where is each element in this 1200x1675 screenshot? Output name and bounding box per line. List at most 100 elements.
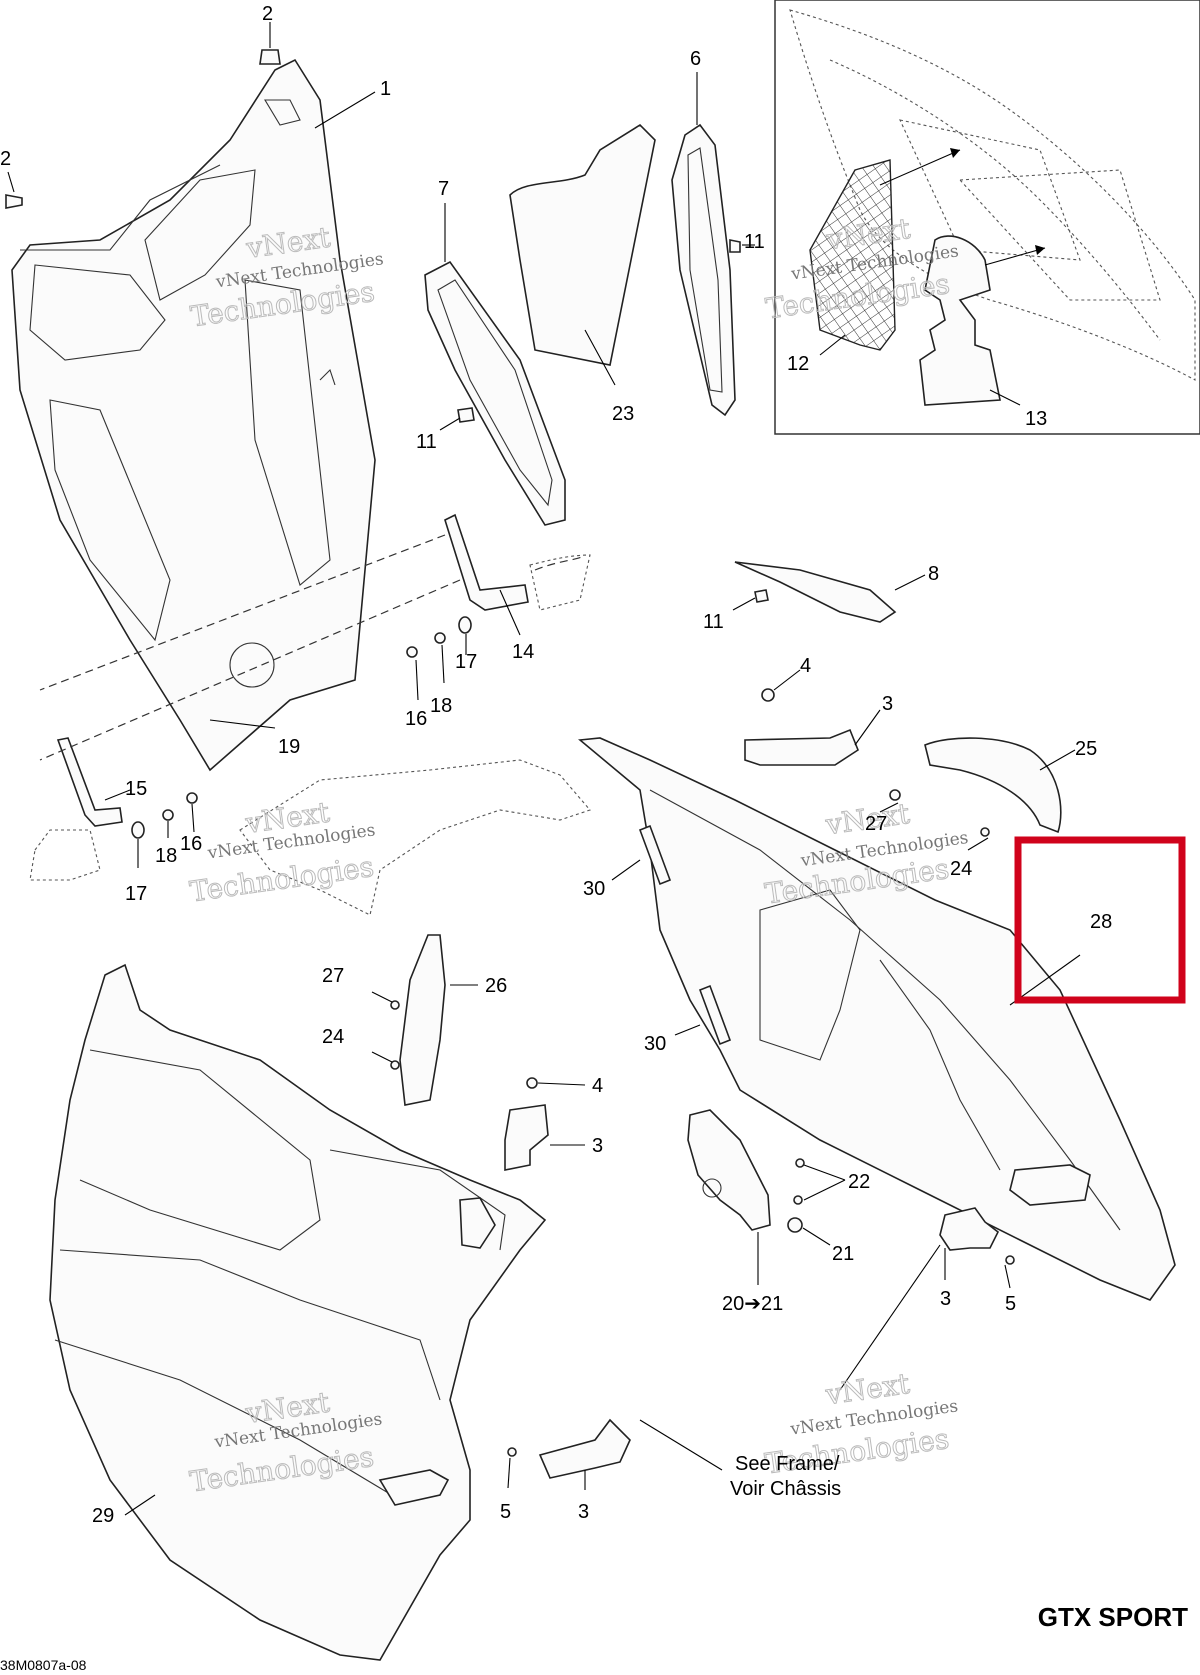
part-8 [734,561,926,623]
frame-section-dotted [239,759,591,916]
side-panel-28-recess [759,889,861,1061]
side-panel-28-body [578,737,1176,1301]
bracket-15 [56,737,123,827]
inset-seat-line [829,59,1161,341]
callout-13: 13 [1025,408,1047,430]
callout-18b: 18 [155,845,177,867]
callout-11c: 11 [703,611,724,633]
callout-3b: 3 [592,1135,603,1157]
vent-frame-7-inner [437,279,553,507]
fasteners-16-17-18 [131,616,472,868]
callout-30a: 30 [583,878,605,900]
part-29-lower-panel [49,963,547,1661]
upper-panel-vent-top [144,169,256,301]
callout-29: 29 [92,1505,114,1527]
callout-21: 21 [832,1243,854,1265]
part-7-vent-frame [424,203,566,526]
lower-panel-grip-top [459,1197,496,1249]
model-label: GTX SPORT [1037,1602,1188,1632]
callout-16b: 16 [180,833,202,855]
trim-8 [734,561,897,623]
dash-line-2 [39,579,461,761]
callout-22: 22 [848,1171,870,1193]
callout-7: 7 [438,178,449,200]
handle-middle [504,1077,586,1171]
side-panel-28-crease [649,789,1121,1231]
callout-2a: 2 [262,3,273,25]
upper-panel-edge [20,164,221,251]
bracket-14 [444,513,529,611]
upper-panel-opening [29,264,166,361]
upper-panel-hole [229,642,275,688]
washer-18b [162,809,174,821]
lower-panel-top-facet [329,1149,506,1251]
screw-22a [795,1158,805,1168]
bracket-20-hole [702,1178,722,1198]
callout-4a: 4 [800,655,811,677]
bolt-16b [186,792,198,804]
brackets [29,513,591,881]
callout-28: 28 [1090,911,1112,933]
callout-5a: 5 [1005,1293,1016,1315]
handle-upper [744,669,881,766]
side-panel-28-edge [879,959,1001,1171]
upper-panel-clip [264,99,301,126]
lower-panel-crease-2 [54,1339,401,1501]
trim-26 [371,934,478,1106]
strip-30b [698,984,732,1046]
callout-6: 6 [690,48,701,70]
callout-23: 23 [612,403,634,425]
washer-18a [434,632,446,644]
rivet-left [5,194,23,209]
callout-3c: 3 [940,1288,951,1310]
callout-11a: 11 [416,431,437,453]
handle-3c [939,1207,1000,1251]
screw-27b [390,1000,400,1010]
part-6-vent-frame [671,72,736,417]
washer-17b [131,821,145,839]
callout-25: 25 [1075,738,1097,760]
callout-24a: 24 [950,858,972,880]
washer-17a [458,616,472,634]
callout-20-21: 20➔21 [722,1293,783,1315]
upper-panel-arrow [319,368,336,386]
strip-30a [638,824,672,886]
callout-15: 15 [125,778,147,800]
callout-3a: 3 [882,693,893,715]
part-12-foam-grid [809,159,896,351]
dash-line-1 [39,534,446,691]
clip-11b [729,239,741,253]
callout-17b: 17 [125,883,147,905]
callout-19: 19 [278,736,300,758]
callout-24b: 24 [322,1026,344,1048]
upper-panel-vent-mid [244,279,331,586]
part-23-foam [509,123,656,386]
part-2-rivets [5,22,281,209]
inset-seat-panel-2 [958,169,1161,301]
screw-24a [980,827,990,837]
callout-26: 26 [485,975,507,997]
part-11-clips [439,239,769,611]
cap-4b [526,1077,538,1089]
foam-23 [509,123,656,366]
clip-11c [754,589,769,603]
part-13-foam-block [919,235,1001,406]
callout-12: 12 [787,353,809,375]
trim-25 [879,737,1076,851]
callout-2b: 2 [0,148,11,170]
screw-5b [507,1447,517,1457]
callout-16a: 16 [405,708,427,730]
screw-24b [390,1060,400,1070]
handle-right-lower [839,1207,1015,1391]
highlight-box-28 [1014,836,1186,1004]
lower-panel-upper-facet [79,1049,321,1251]
callout-27b: 27 [322,965,344,987]
side-panel-28-grip [1009,1164,1091,1206]
bracket-20 [687,1109,771,1231]
callout-4b: 4 [592,1075,603,1097]
vent-frame-6 [671,123,736,417]
drawing-code: 38M0807a-08 [0,1657,87,1673]
callout-18a: 18 [430,695,452,717]
screw-22b [793,1195,803,1205]
inset-detail [774,0,1200,435]
